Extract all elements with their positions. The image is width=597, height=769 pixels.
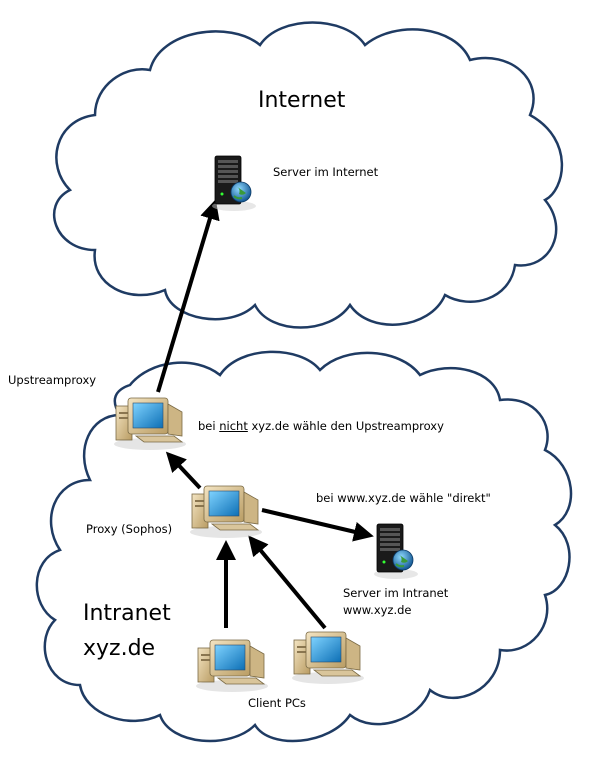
upstream-rule-label: bei nicht xyz.de wähle den Upstreamproxy	[198, 419, 444, 433]
upstream-rule-emphasis: nicht	[219, 419, 248, 433]
internet-server-label: Server im Internet	[273, 165, 379, 179]
arrow-client2-to-proxy	[248, 535, 327, 630]
arrow-proxy-to-upstream	[165, 451, 202, 490]
arrow-upstream-to-internet	[156, 199, 220, 393]
direct-rule-label: bei www.xyz.de wähle "direkt"	[316, 491, 491, 505]
upstream-proxy-label: Upstreamproxy	[8, 373, 97, 387]
intranet-server-label-line1: Server im Intranet	[343, 586, 449, 600]
arrow-proxy-to-intranet-server	[261, 508, 374, 542]
internet-cloud	[52, 21, 564, 329]
intranet-cloud	[35, 350, 573, 743]
intranet-cloud-title-line2: xyz.de	[83, 636, 156, 661]
upstream-rule-prefix: bei	[198, 419, 220, 433]
internet-cloud-title: Internet	[258, 88, 346, 113]
intranet-cloud-title-line1: Intranet	[83, 601, 171, 626]
upstream-rule-suffix: xyz.de wähle den Upstreamproxy	[247, 419, 444, 433]
sophos-proxy-label: Proxy (Sophos)	[86, 522, 173, 536]
intranet-server-label-line2: www.xyz.de	[343, 603, 412, 617]
client-pcs-label: Client PCs	[248, 696, 306, 710]
